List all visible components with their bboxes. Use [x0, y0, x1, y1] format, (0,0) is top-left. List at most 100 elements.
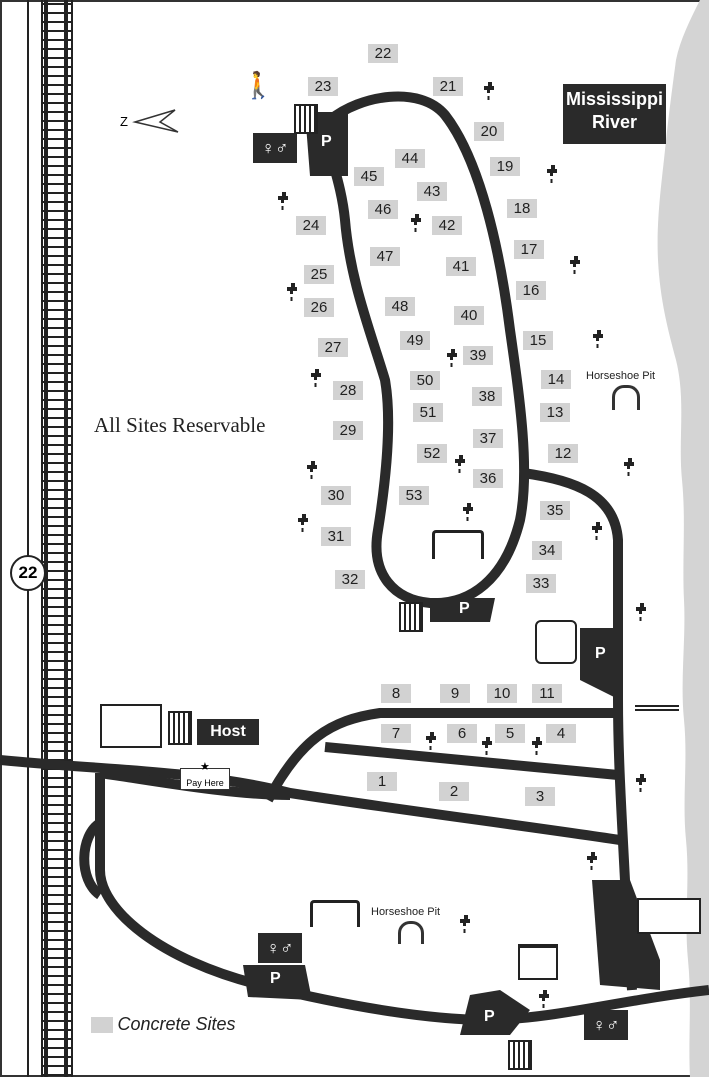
parking-lot-south [460, 990, 530, 1035]
parking-label: P [459, 600, 470, 617]
fish-cleaning-icon [535, 620, 577, 664]
star-icon: ★ [200, 761, 210, 773]
parking-lot-east [580, 628, 620, 700]
middle-road [324, 742, 619, 780]
campsite-29: 29 [333, 421, 363, 440]
campsite-38: 38 [472, 387, 502, 406]
water-spigot-icon [296, 514, 312, 534]
railroad-ties [42, 3, 72, 1076]
horseshoe-icon [612, 385, 640, 410]
south-road [95, 773, 709, 1026]
campsite-1: 1 [367, 772, 397, 791]
campsite-9: 9 [440, 684, 470, 703]
campsite-21: 21 [433, 77, 463, 96]
water-spigot-icon [458, 915, 474, 935]
hiking-icon: 🚶 [242, 70, 275, 100]
campsite-33: 33 [526, 574, 556, 593]
restroom-icon: ♀♂ [253, 133, 297, 163]
water-spigot-icon [409, 214, 425, 234]
campsite-17: 17 [514, 240, 544, 259]
campsite-32: 32 [335, 570, 365, 589]
river-label: Mississippi River [563, 84, 666, 144]
east-road [522, 468, 637, 991]
horseshoe-icon [398, 921, 424, 944]
campsite-19: 19 [490, 157, 520, 176]
parking-label: P [270, 970, 281, 987]
water-spigot-icon [634, 603, 650, 623]
campsite-53: 53 [399, 486, 429, 505]
campsite-43: 43 [417, 182, 447, 201]
north-arrow-letter: Z [120, 114, 128, 129]
railroad-tracks [41, 0, 73, 1077]
west-spur-road [79, 818, 104, 900]
campsite-26: 26 [304, 298, 334, 317]
campsite-34: 34 [532, 541, 562, 560]
concrete-swatch [91, 1016, 113, 1033]
campsite-16: 16 [516, 281, 546, 300]
campsite-15: 15 [523, 331, 553, 350]
campsite-31: 31 [321, 527, 351, 546]
river-label-line1: Mississippi [565, 89, 664, 109]
water-spigot-icon [634, 774, 650, 794]
boat-ramp-icon [637, 898, 701, 934]
campsite-50: 50 [410, 371, 440, 390]
campsite-41: 41 [446, 257, 476, 276]
campsite-11: 11 [532, 684, 562, 703]
campsite-35: 35 [540, 501, 570, 520]
water-spigot-icon [482, 82, 498, 102]
campsite-23: 23 [308, 77, 338, 96]
campsite-52: 52 [417, 444, 447, 463]
campsite-12: 12 [548, 444, 578, 463]
campsite-13: 13 [540, 403, 570, 422]
restroom-icon: ♀♂ [584, 1010, 628, 1040]
water-spigot-icon [585, 852, 601, 872]
campsite-7: 7 [381, 724, 411, 743]
campsite-20: 20 [474, 122, 504, 141]
water-spigot-icon [545, 165, 561, 185]
campsite-48: 48 [385, 297, 415, 316]
campsite-42: 42 [432, 216, 462, 235]
campsite-14: 14 [541, 370, 571, 389]
water-spigot-icon [309, 369, 325, 389]
picnic-shelter-icon [518, 944, 558, 980]
playground-icon [432, 530, 484, 559]
highway-22-shield: 22 [10, 555, 46, 591]
campsite-30: 30 [321, 486, 351, 505]
parking-lot-south-west [243, 965, 312, 1000]
water-spigot-icon [590, 522, 606, 542]
campsite-18: 18 [507, 199, 537, 218]
trash-can-icon [399, 602, 423, 632]
concrete-legend: Concrete Sites [91, 1014, 236, 1035]
horseshoe-pit-north-label: Horseshoe Pit [586, 370, 656, 382]
parking-label: P [484, 1008, 495, 1025]
playground-icon [310, 900, 360, 927]
trash-can-icon [294, 104, 318, 134]
water-spigot-icon [622, 458, 638, 478]
campsite-49: 49 [400, 331, 430, 350]
campsite-24: 24 [296, 216, 326, 235]
campsite-25: 25 [304, 265, 334, 284]
campsite-47: 47 [370, 247, 400, 266]
campsite-36: 36 [473, 469, 503, 488]
campsite-4: 4 [546, 724, 576, 743]
north-arrow [132, 109, 179, 133]
amphitheater-icon [635, 665, 679, 711]
campsite-6: 6 [447, 724, 477, 743]
lower-road [0, 755, 621, 845]
water-spigot-icon [530, 737, 546, 757]
parking-lot-loop-south [430, 598, 495, 622]
trash-can-icon [508, 1040, 532, 1070]
trash-can-icon [168, 711, 192, 745]
campsite-8: 8 [381, 684, 411, 703]
parking-label: P [321, 133, 332, 150]
pay-here-label: Pay Here [186, 778, 224, 788]
water-spigot-icon [537, 990, 553, 1010]
restroom-icon: ♀♂ [258, 933, 302, 963]
host-label: Host [197, 719, 259, 745]
campsite-45: 45 [354, 167, 384, 186]
water-spigot-icon [276, 192, 292, 212]
campsite-39: 39 [463, 346, 493, 365]
water-spigot-icon [305, 461, 321, 481]
